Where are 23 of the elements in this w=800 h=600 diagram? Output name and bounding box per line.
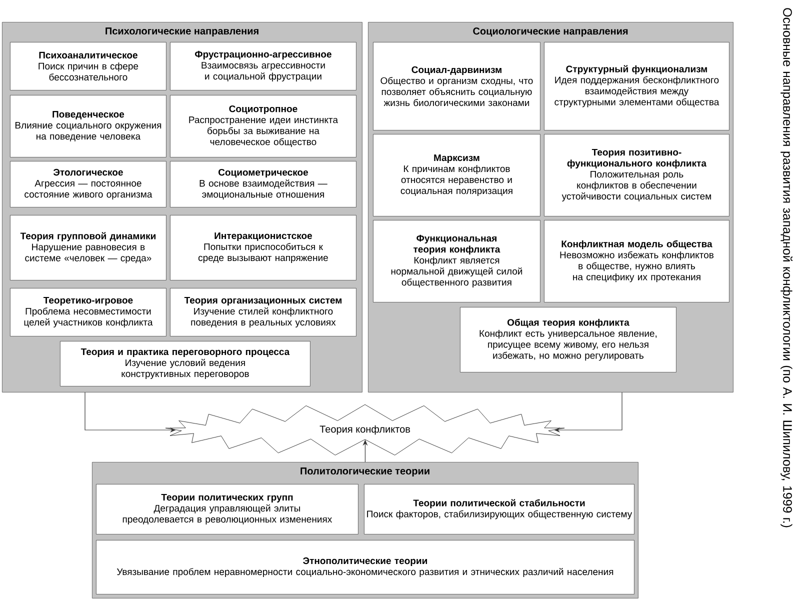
text-box: Теория и практика переговорного процесса Изучение условий ведения конструктивных переговоров [60,341,310,386]
text-box: Функциональная теория конфликта Конфликт является нормальной движущей силой общественного развития [373,220,540,302]
text-box: Теории политической стабильности Поиск факторов, стабилизирующих общественную систему [364,484,634,534]
text-box: Социотропное Распространение идеи инстинкта борьбы за выживание на человеческое общество [170,95,356,158]
title: Основные направления развития западной конфликтологии (по А. И. Шипилову, 1999 г.) [780,8,792,528]
text-box: Фрустрационно-агрессивное Взаимосвязь агрессивности и социальной фрустрации [170,42,356,90]
starburst: Теория конфликтов [165,404,565,456]
text-box: Теория организационных систем Изучение стилей конфликтного поведения в реальных условиях [170,288,356,336]
text-box: Психоаналитическое Поиск причин в сфере бессознательного [10,42,166,90]
text-box: Структурный функционализм Идея поддержания бесконфликтного взаимодействия между структурными элементами общества [544,42,730,130]
text-box: Марксизм К причинам конфликтов относятся неравенство и социальная поляризация [373,134,540,216]
text-box: Этологическое Агрессия — постоянное состояние живого организма [10,161,166,208]
text-box: Теоретико-игровое Проблема несовместимости целей участников конфликта [10,288,166,336]
text-box: Теория позитивно-функционального конфликта Положительная роль конфликтов в обеспечении устойчивости социальных систем [544,134,730,216]
text-box: Теории политических групп Деградация управляющей элиты преодолевается в революционных изменениях [96,484,358,534]
text-box: Социал-дарвинизм Общество и организм сходны, что позволяет объяснить социальную жизнь биологическими законами [373,42,540,130]
text-box: Поведенческое Влияние социального окружения на поведение человека [10,95,166,158]
text-box: Конфликтная модель общества Невозможно избежать конфликтов в обществе, нужно влиять на специфику их протекания [544,220,730,302]
text-box: Социометрическое В основе взаимодействия — эмоциональные отношения [170,161,356,208]
text-box: Общая теория конфликта Конфликт есть универсальное явление, присущее всему живому, его нельзя избежать, но можно регулировать [460,307,676,372]
text-box: Интеракционистское Попытки приспособиться к среде вызывают напряжение [170,215,356,280]
text-box: Этнополитические теории Увязывание проблем неравномерности социально-экономического развития и этнических различий населения [96,540,634,594]
text-box: Теория групповой динамики Нарушение равновесия в системе «человек — среда» [10,215,166,280]
